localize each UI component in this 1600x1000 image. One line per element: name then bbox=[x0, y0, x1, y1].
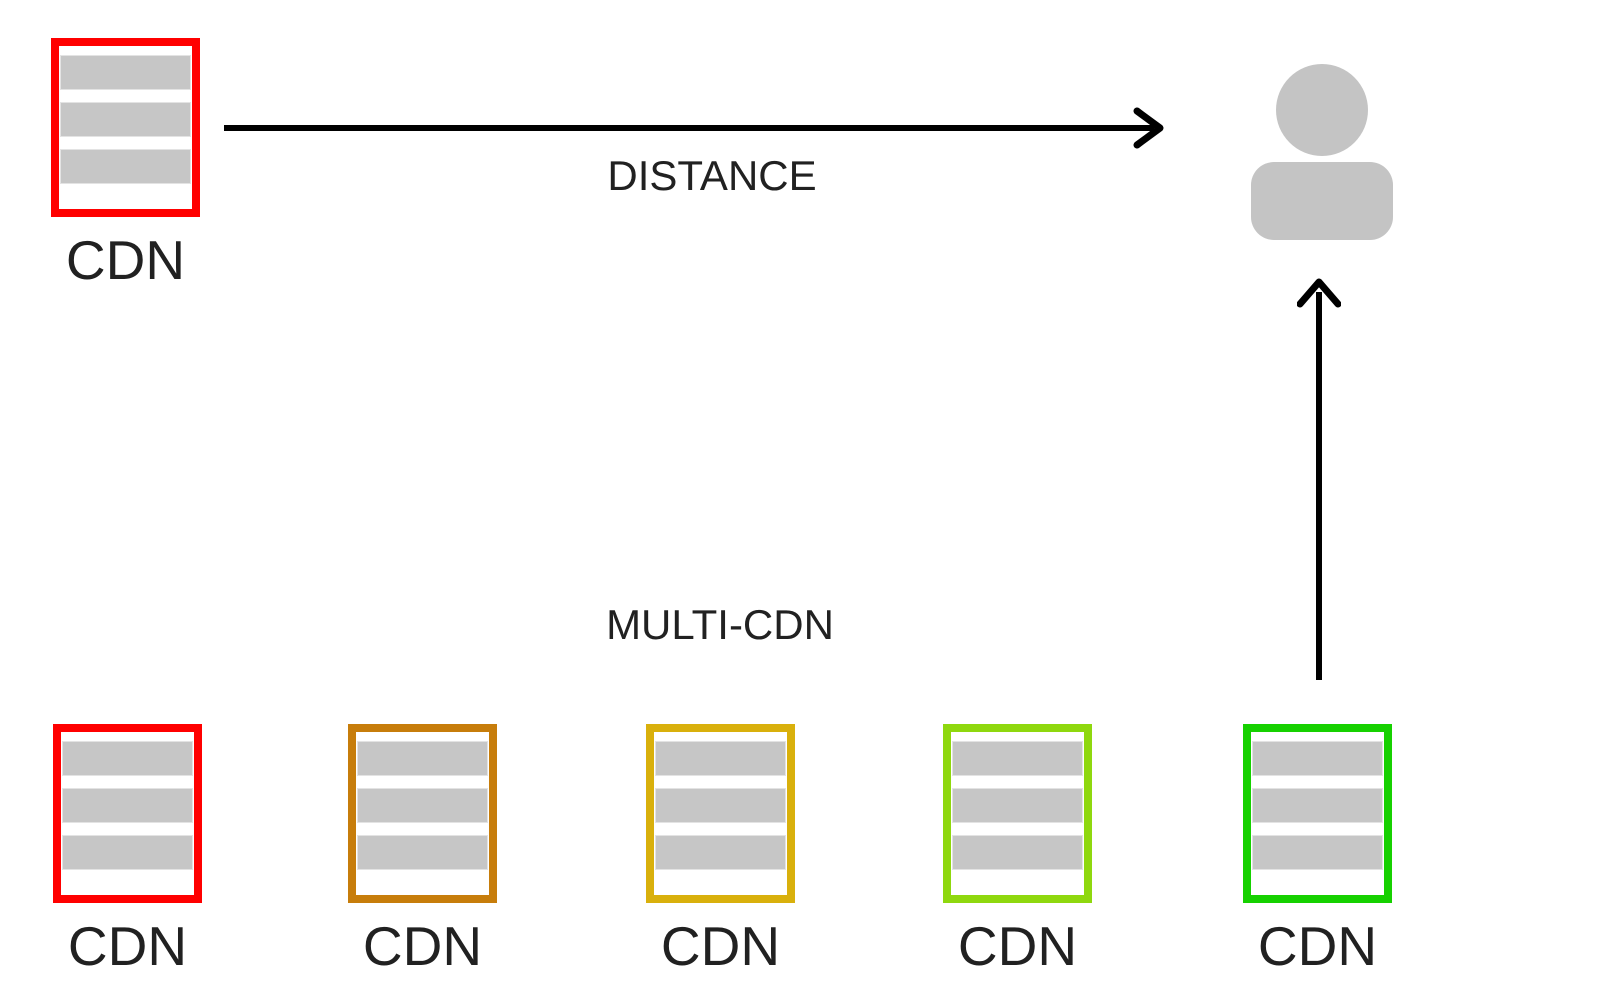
server-bar bbox=[655, 835, 786, 870]
server-bar bbox=[60, 55, 191, 90]
cdn-label: CDN bbox=[65, 229, 186, 291]
server-icon bbox=[51, 38, 200, 217]
server-icon bbox=[943, 724, 1092, 903]
multi-cdn-server: CDN bbox=[1243, 724, 1392, 977]
server-bar bbox=[1252, 741, 1383, 776]
server-bar bbox=[62, 741, 193, 776]
server-bar bbox=[357, 788, 488, 823]
server-bar bbox=[357, 741, 488, 776]
server-icon bbox=[53, 724, 202, 903]
server-bar bbox=[1252, 788, 1383, 823]
single-cdn-server: CDN bbox=[51, 38, 200, 291]
user-icon bbox=[1251, 64, 1393, 240]
server-icon bbox=[348, 724, 497, 903]
multi-cdn-server: CDN bbox=[348, 724, 497, 977]
server-icon bbox=[646, 724, 795, 903]
cdn-label: CDN bbox=[1257, 915, 1378, 977]
up-arrow-icon bbox=[1297, 276, 1341, 682]
distance-arrow-icon bbox=[224, 106, 1164, 150]
server-bar bbox=[1252, 835, 1383, 870]
multi-cdn-row: CDN CDN CDN CDN bbox=[0, 724, 1600, 1000]
server-bar bbox=[62, 788, 193, 823]
cdn-label: CDN bbox=[957, 915, 1078, 977]
multi-cdn-server: CDN bbox=[943, 724, 1092, 977]
multi-cdn-server: CDN bbox=[53, 724, 202, 977]
cdn-label: CDN bbox=[67, 915, 188, 977]
server-bar bbox=[952, 788, 1083, 823]
user-body bbox=[1251, 162, 1393, 240]
server-bar bbox=[357, 835, 488, 870]
server-bar bbox=[655, 741, 786, 776]
server-bar bbox=[952, 741, 1083, 776]
server-bar bbox=[60, 102, 191, 137]
server-bar bbox=[62, 835, 193, 870]
server-bar bbox=[952, 835, 1083, 870]
cdn-label: CDN bbox=[362, 915, 483, 977]
distance-label: DISTANCE bbox=[607, 152, 817, 199]
server-bar bbox=[655, 788, 786, 823]
multi-cdn-label: MULTI-CDN bbox=[606, 601, 834, 648]
server-bar bbox=[60, 149, 191, 184]
user-head bbox=[1276, 64, 1368, 156]
cdn-label: CDN bbox=[660, 915, 781, 977]
server-icon bbox=[1243, 724, 1392, 903]
multi-cdn-server: CDN bbox=[646, 724, 795, 977]
